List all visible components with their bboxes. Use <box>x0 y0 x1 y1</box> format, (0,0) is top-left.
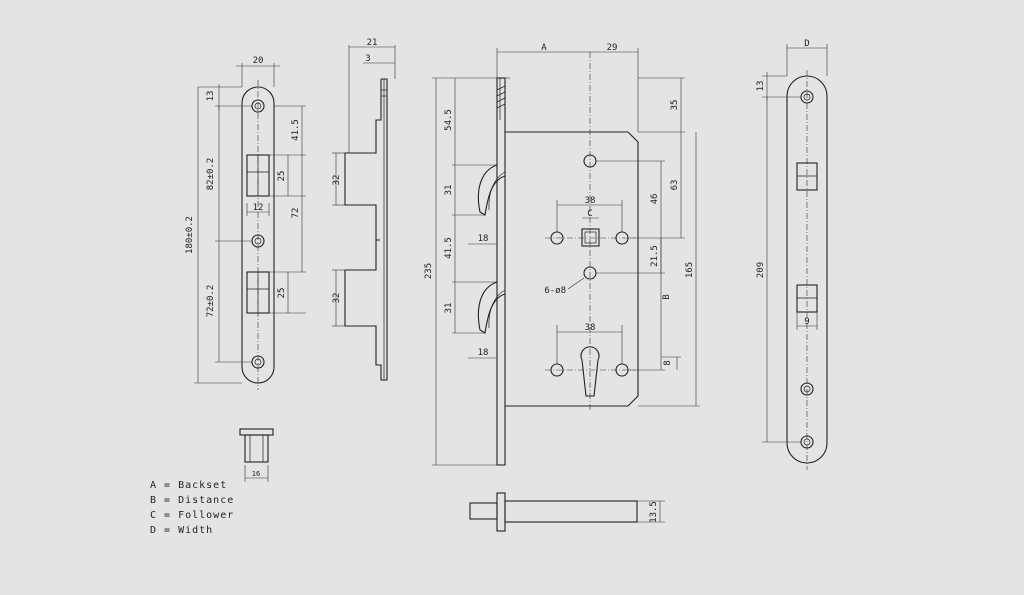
bolt-tongue <box>477 281 506 334</box>
side-view: 21 3 32 32 <box>332 38 396 381</box>
dim-gap-width: 12 <box>253 203 264 213</box>
lock-body-view: A 29 235 54.5 31 41.5 31 18 18 38 C 6-ø8 <box>424 43 700 466</box>
dim-46: 46 <box>650 194 660 205</box>
dim-latch-height: 25 <box>277 171 287 182</box>
dim-side-latch-height: 32 <box>332 175 342 186</box>
dim-latch-to-bolt: 72 <box>291 208 301 219</box>
legend-follower: C = Follower <box>150 510 234 521</box>
dim-side-plate: 3 <box>365 54 370 64</box>
dim-latch-throw: 18 <box>478 234 489 244</box>
dim-hole-top-offset: 13 <box>206 91 216 102</box>
dim-distance: B <box>662 294 672 299</box>
dim-top-to-latch: 41.5 <box>291 119 301 141</box>
dim-faceplate-width: 20 <box>253 56 264 66</box>
dim-side-depth: 21 <box>367 38 378 48</box>
dim-left-top: 54.5 <box>444 109 454 131</box>
side-profile <box>344 78 388 381</box>
follower-square <box>581 228 600 247</box>
dim-165: 165 <box>685 262 695 278</box>
dim-left-latch: 31 <box>444 185 454 196</box>
pin-part: 16 <box>239 428 274 482</box>
legend: A = Backset B = Distance C = Follower D … <box>150 480 234 536</box>
rod-collar <box>496 492 506 532</box>
dim-follower: C <box>587 209 592 219</box>
dim-backset: A <box>541 43 547 53</box>
latch-tongue <box>477 164 506 216</box>
cylinder-keyhole <box>580 346 600 397</box>
dim-total-length: 180±0.2 <box>185 216 195 254</box>
dim-bolt-throw: 18 <box>478 348 489 358</box>
front-face-view: D 13 209 9 <box>756 39 828 470</box>
dim-cylinder-offset: 8 <box>663 360 673 365</box>
dim-bolt-pitch: 72±0.2 <box>206 285 216 318</box>
dim-rod-diameter: 13.5 <box>649 501 659 523</box>
legend-backset: A = Backset <box>150 480 227 491</box>
lock-case <box>505 131 639 407</box>
legend-width: D = Width <box>150 525 213 536</box>
dim-top-margin: 35 <box>670 100 680 111</box>
legend-distance: B = Distance <box>150 495 234 506</box>
dim-bolt-height: 25 <box>277 288 287 299</box>
lock-front-plate <box>496 77 506 466</box>
dim-screw-spec: 6-ø8 <box>544 286 566 296</box>
pin-head <box>239 428 274 436</box>
faceplate-view: 20 13 41.5 25 72 25 82±0.2 72±0.2 180±0.… <box>185 56 306 390</box>
dim-follower-spacing: 38 <box>585 196 596 206</box>
dim-width: D <box>804 39 809 49</box>
dim-front-length: 209 <box>756 262 766 278</box>
dim-side-bolt-height: 32 <box>332 293 342 304</box>
dim-pin-width: 16 <box>252 470 260 478</box>
dim-body-offset: 29 <box>607 43 618 53</box>
spindle-rod: 13.5 <box>469 492 665 532</box>
rod-body <box>504 500 638 523</box>
pin-body <box>244 434 269 463</box>
dim-21-5: 21.5 <box>650 245 660 267</box>
dim-total-height: 235 <box>424 263 434 279</box>
rod-end <box>469 502 498 520</box>
dim-latch-pitch: 82±0.2 <box>206 158 216 191</box>
dim-cylinder-spacing: 38 <box>585 323 596 333</box>
dim-63: 63 <box>670 180 680 191</box>
dim-left-mid: 41.5 <box>444 237 454 259</box>
dim-front-slot-width: 9 <box>804 317 809 327</box>
dim-front-hole-top: 13 <box>756 81 766 92</box>
dim-left-bolt: 31 <box>444 303 454 314</box>
